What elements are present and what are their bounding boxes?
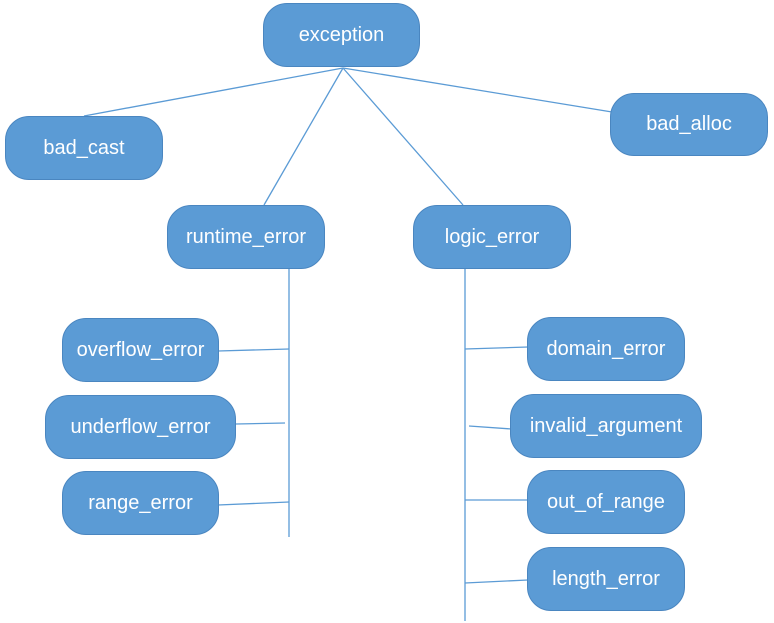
edge-exception-runtime-error [263,67,344,206]
node-runtime-error: runtime_error [167,205,325,269]
node-underflow-error: underflow_error [45,395,236,459]
edge-logic-length [464,579,529,584]
edge-logic-domain [464,346,529,350]
node-logic-error: logic_error [413,205,571,269]
node-bad-alloc: bad_alloc [610,93,768,156]
edge-runtime-underflow [235,422,286,425]
edge-exception-bad-cast [83,67,344,117]
node-range-error: range_error [62,471,219,535]
edge-exception-bad-alloc [342,67,613,113]
node-bad-cast: bad_cast [5,116,163,180]
node-length-error: length_error [527,547,685,611]
edge-exception-logic-error [342,67,464,206]
node-invalid-argument: invalid_argument [510,394,702,458]
edge-logic-invalid [468,425,513,430]
node-overflow-error: overflow_error [62,318,219,382]
node-exception: exception [263,3,420,67]
node-out-of-range: out_of_range [527,470,685,534]
edge-runtime-overflow [217,348,290,352]
node-domain-error: domain_error [527,317,685,381]
edge-runtime-range [217,501,290,506]
